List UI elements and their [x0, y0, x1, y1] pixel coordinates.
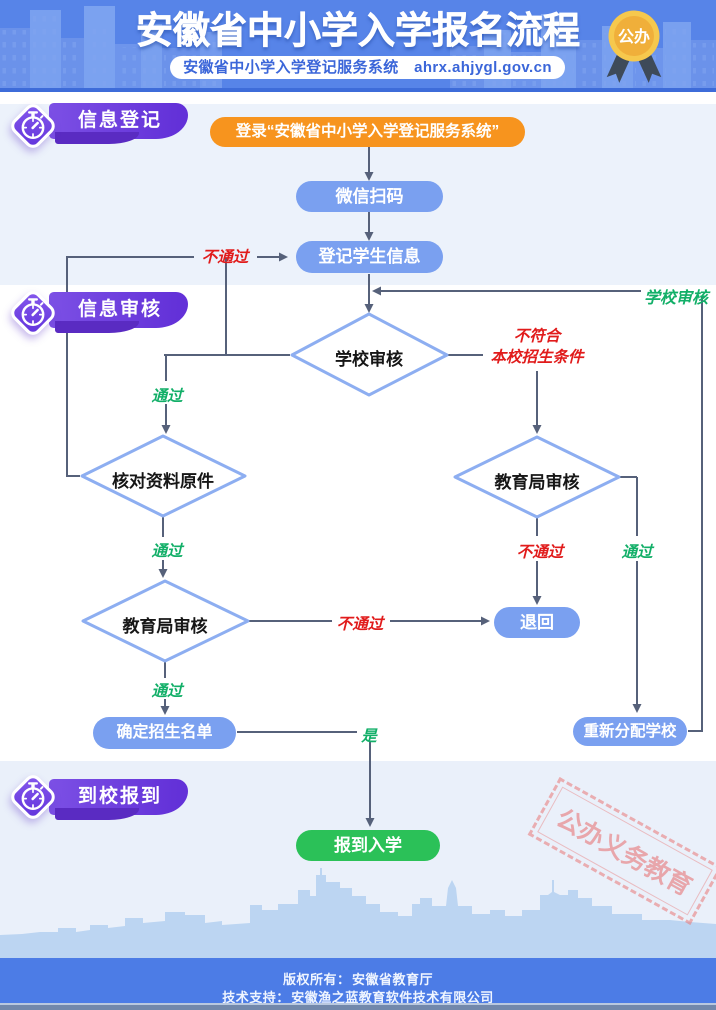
svg-text:公办: 公办 [618, 27, 650, 46]
